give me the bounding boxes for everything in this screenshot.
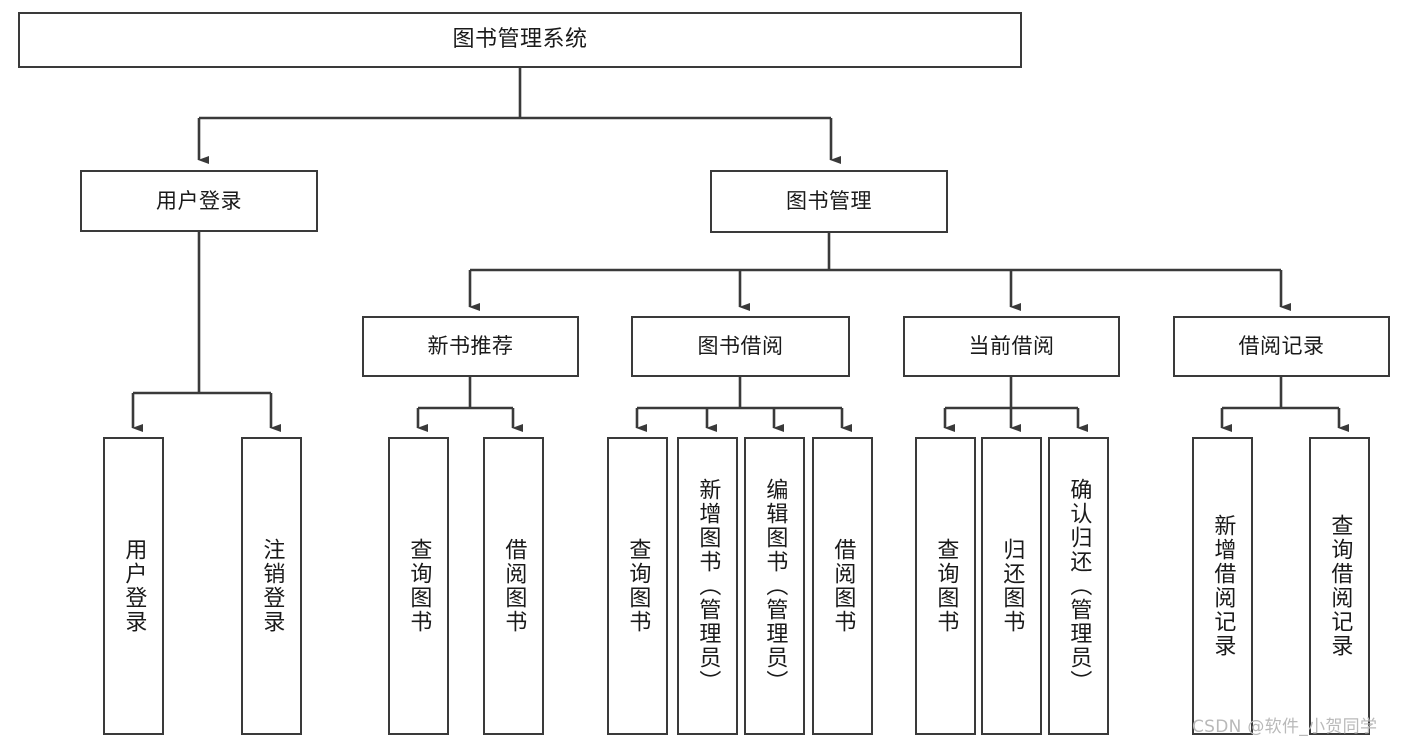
node-book-management-label: 图书管理 bbox=[786, 189, 872, 214]
node-current-borrow-label: 当前借阅 bbox=[968, 334, 1055, 359]
node-current-borrow[interactable]: 当前借阅 bbox=[903, 316, 1120, 377]
leaf-query-book-recommend-label: 查询图书 bbox=[406, 538, 432, 634]
leaf-query-book-borrow-label: 查询图书 bbox=[625, 538, 651, 634]
leaf-borrow-book-recommend-label: 借阅图书 bbox=[501, 538, 527, 634]
leaf-query-book-current-label: 查询图书 bbox=[933, 538, 959, 634]
leaf-user-login[interactable]: 用户登录 bbox=[103, 437, 164, 735]
leaf-confirm-return-admin-label: 确认归还（管理员） bbox=[1066, 478, 1092, 694]
leaf-query-borrow-record-label: 查询借阅记录 bbox=[1327, 514, 1353, 658]
leaf-add-book-admin[interactable]: 新增图书（管理员） bbox=[677, 437, 738, 735]
node-borrow-record-label: 借阅记录 bbox=[1238, 334, 1325, 359]
leaf-query-book-current[interactable]: 查询图书 bbox=[915, 437, 976, 735]
leaf-add-book-admin-label: 新增图书（管理员） bbox=[695, 478, 721, 694]
node-book-borrow[interactable]: 图书借阅 bbox=[631, 316, 850, 377]
node-new-book-recommend-label: 新书推荐 bbox=[427, 334, 514, 359]
node-new-book-recommend[interactable]: 新书推荐 bbox=[362, 316, 579, 377]
leaf-add-borrow-record[interactable]: 新增借阅记录 bbox=[1192, 437, 1253, 735]
leaf-logout-label: 注销登录 bbox=[259, 538, 285, 634]
leaf-query-book-borrow[interactable]: 查询图书 bbox=[607, 437, 668, 735]
leaf-return-book-label: 归还图书 bbox=[999, 538, 1025, 634]
leaf-edit-book-admin-label: 编辑图书（管理员） bbox=[762, 478, 788, 694]
node-borrow-record[interactable]: 借阅记录 bbox=[1173, 316, 1390, 377]
leaf-query-borrow-record[interactable]: 查询借阅记录 bbox=[1309, 437, 1370, 735]
leaf-borrow-book-label: 借阅图书 bbox=[830, 538, 856, 634]
node-root-label: 图书管理系统 bbox=[452, 27, 588, 53]
leaf-add-borrow-record-label: 新增借阅记录 bbox=[1210, 514, 1236, 658]
leaf-borrow-book-recommend[interactable]: 借阅图书 bbox=[483, 437, 544, 735]
leaf-confirm-return-admin[interactable]: 确认归还（管理员） bbox=[1048, 437, 1109, 735]
node-book-management[interactable]: 图书管理 bbox=[710, 170, 948, 233]
leaf-edit-book-admin[interactable]: 编辑图书（管理员） bbox=[744, 437, 805, 735]
leaf-user-login-label: 用户登录 bbox=[121, 538, 147, 634]
node-book-borrow-label: 图书借阅 bbox=[697, 334, 784, 359]
leaf-return-book[interactable]: 归还图书 bbox=[981, 437, 1042, 735]
node-root[interactable]: 图书管理系统 bbox=[18, 12, 1022, 68]
leaf-query-book-recommend[interactable]: 查询图书 bbox=[388, 437, 449, 735]
leaf-logout[interactable]: 注销登录 bbox=[241, 437, 302, 735]
leaf-borrow-book[interactable]: 借阅图书 bbox=[812, 437, 873, 735]
node-user-login[interactable]: 用户登录 bbox=[80, 170, 318, 232]
node-user-login-label: 用户登录 bbox=[156, 188, 242, 213]
